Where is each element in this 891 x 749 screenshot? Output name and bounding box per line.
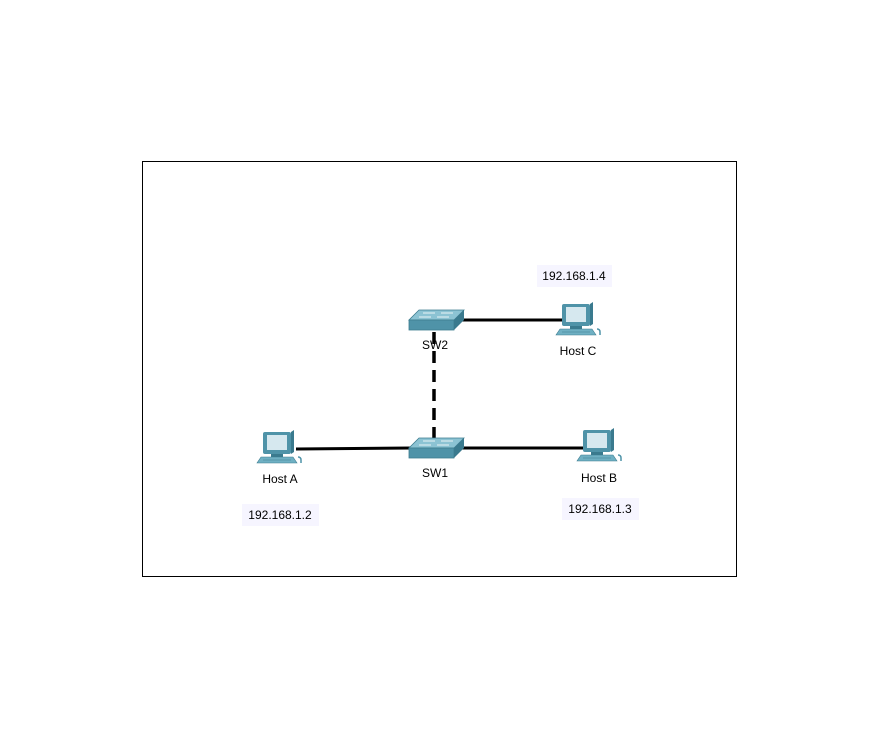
host-c-label: Host C <box>560 344 597 358</box>
ip-note-host-b: 192.168.1.3 <box>568 502 632 516</box>
ip-note-host-c-bg <box>537 265 612 287</box>
host-a-label: Host A <box>262 472 297 486</box>
sw1-label: SW1 <box>422 466 448 480</box>
ip-note-host-c: 192.168.1.4 <box>542 269 606 283</box>
link-host-a-sw1[interactable] <box>295 446 413 451</box>
ip-note-host-b-bg <box>562 498 639 520</box>
switch-sw2-icon[interactable] <box>408 309 465 331</box>
ip-note-host-a: 192.168.1.2 <box>248 508 312 522</box>
workspace-frame <box>142 161 737 577</box>
switch-sw1-icon[interactable] <box>408 437 465 459</box>
ip-note-host-a-bg <box>242 504 319 526</box>
sw2-label: SW2 <box>422 338 448 352</box>
host-b-label: Host B <box>581 471 617 485</box>
